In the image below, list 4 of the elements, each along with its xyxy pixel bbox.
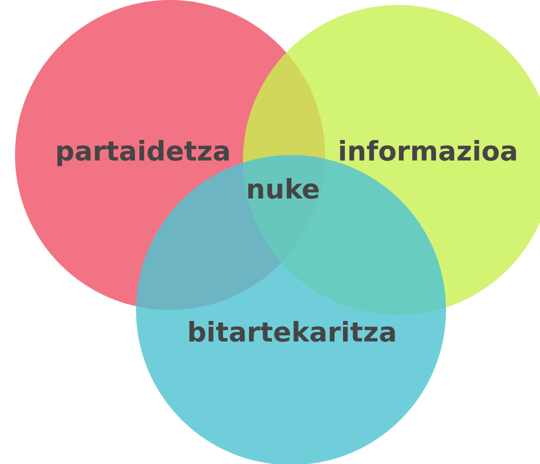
set-label: informazioa	[338, 136, 518, 168]
set-label: bitartekaritza	[187, 318, 397, 348]
set-label: partaidetza	[55, 136, 231, 168]
intersection-label: nuke	[246, 174, 320, 206]
